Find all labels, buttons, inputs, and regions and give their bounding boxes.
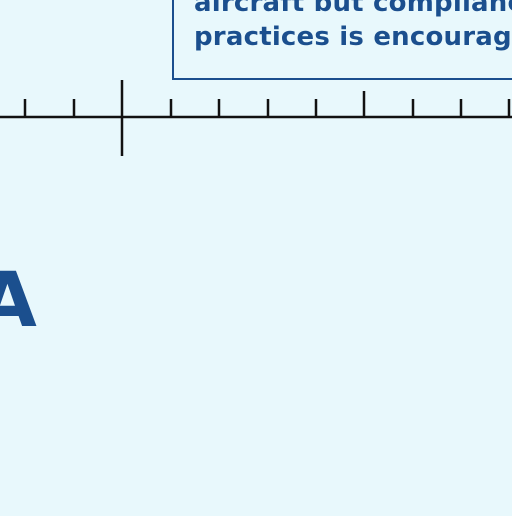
advisory-note-box: aircraft but complianc practices is enco… xyxy=(172,0,512,80)
note-line-2: practices is encourage xyxy=(194,22,512,52)
map-area-label: A xyxy=(0,255,37,344)
note-line-1: aircraft but complianc xyxy=(194,0,512,18)
